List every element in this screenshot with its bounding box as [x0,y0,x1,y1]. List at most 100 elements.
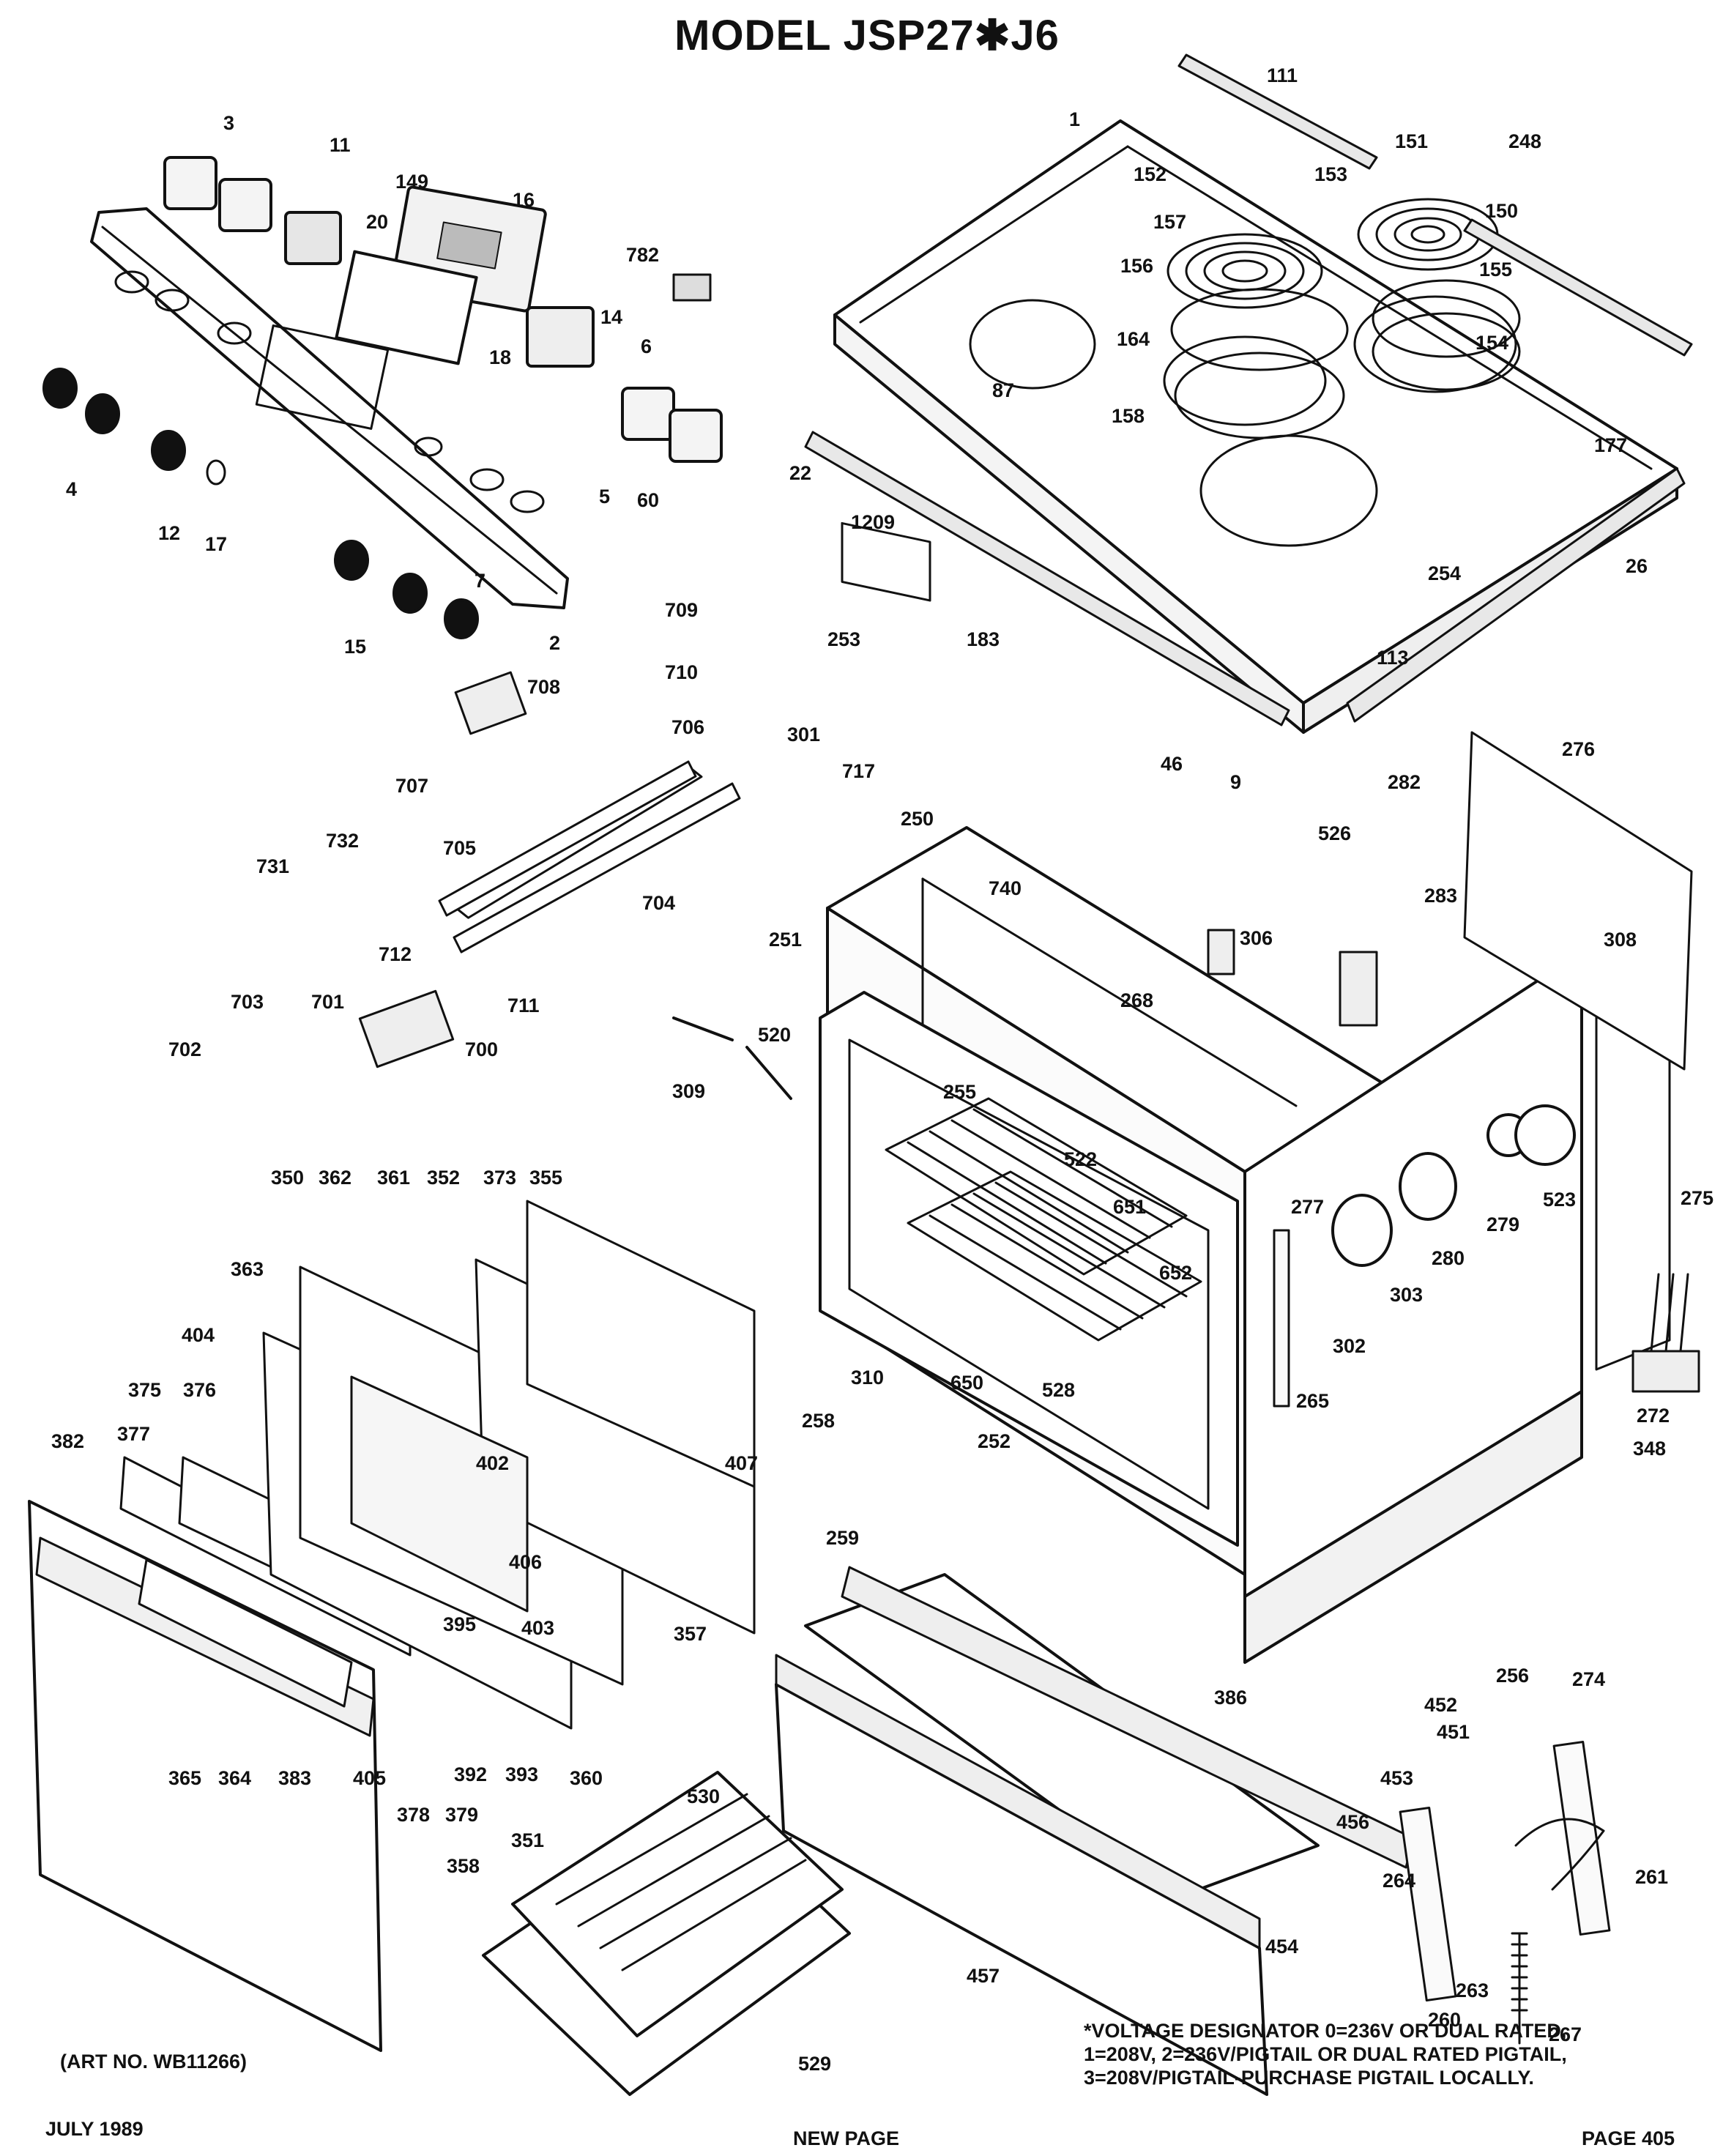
part-label-451: 451 [1437,1721,1470,1743]
part-label-393: 393 [505,1763,539,1785]
part-label-358: 358 [447,1855,480,1877]
part-label-365: 365 [168,1767,202,1789]
part-label-457: 457 [967,1965,1000,1987]
part-label-704: 704 [642,892,676,914]
oven-cabinet [819,731,1700,1664]
part-label-276: 276 [1562,738,1596,760]
part-label-275: 275 [1681,1187,1714,1209]
part-label-392: 392 [454,1763,488,1785]
part-label-363: 363 [231,1258,264,1280]
part-label-529: 529 [798,2053,832,2075]
part-label-268: 268 [1120,989,1154,1011]
control-panel [42,156,723,639]
part-label-251: 251 [769,929,803,951]
part-label-717: 717 [842,760,876,782]
part-label-712: 712 [379,943,412,965]
part-label-530: 530 [687,1785,721,1807]
part-label-376: 376 [183,1379,217,1401]
part-label-264: 264 [1383,1870,1416,1892]
part-label-526: 526 [1318,822,1352,844]
part-label-705: 705 [443,837,477,859]
part-label-1: 1 [1069,108,1081,130]
part-label-702: 702 [168,1038,202,1060]
part-label-703: 703 [231,991,264,1013]
part-label-707: 707 [395,775,429,797]
part-label-277: 277 [1291,1196,1325,1218]
part-label-267: 267 [1549,2023,1582,2045]
part-label-403: 403 [521,1617,555,1639]
part-label-259: 259 [826,1527,860,1549]
part-label-4: 4 [66,478,78,500]
part-label-253: 253 [827,628,861,650]
part-label-177: 177 [1594,434,1628,456]
part-label-782: 782 [626,244,660,266]
part-label-18: 18 [489,346,512,368]
part-label-731: 731 [256,855,290,877]
part-label-386: 386 [1214,1687,1248,1709]
part-label-364: 364 [218,1767,252,1789]
part-label-156: 156 [1120,255,1154,277]
part-label-153: 153 [1314,163,1348,185]
part-label-261: 261 [1635,1866,1669,1888]
part-label-26: 26 [1626,555,1648,577]
voltage-note-line-2: 1=208V, 2=236V/PIGTAIL OR DUAL RATED PIG… [1084,2043,1567,2065]
footer-date: JULY 1989 [45,2118,144,2140]
part-label-405: 405 [353,1767,387,1789]
part-label-378: 378 [397,1804,431,1826]
part-label-252: 252 [978,1430,1011,1452]
part-label-60: 60 [637,489,660,511]
part-label-258: 258 [802,1410,836,1432]
part-label-3: 3 [223,112,235,134]
voltage-note-line-3: 3=208V/PIGTAIL-PURCHASE PIGTAIL LOCALLY. [1084,2067,1534,2089]
part-label-407: 407 [725,1452,759,1474]
part-label-260: 260 [1428,2009,1462,2031]
part-label-357: 357 [674,1623,707,1645]
art-number: (ART NO. WB11266) [60,2051,248,2073]
part-label-700: 700 [465,1038,499,1060]
part-label-395: 395 [443,1613,477,1635]
part-label-711: 711 [507,995,540,1016]
part-label-352: 352 [427,1167,461,1189]
part-label-379: 379 [445,1804,479,1826]
part-label-150: 150 [1485,200,1519,222]
part-label-111: 111 [1267,64,1298,86]
part-label-11: 11 [330,134,351,156]
part-label-279: 279 [1486,1213,1520,1235]
part-label-382: 382 [51,1430,85,1452]
part-label-154: 154 [1476,332,1509,354]
part-label-274: 274 [1572,1668,1606,1690]
part-label-46: 46 [1161,753,1183,775]
part-label-250: 250 [901,808,934,830]
part-label-113: 113 [1377,647,1409,669]
part-label-302: 302 [1333,1335,1366,1357]
part-label-350: 350 [271,1167,305,1189]
part-label-15: 15 [344,636,367,658]
part-label-255: 255 [943,1081,977,1103]
part-label-360: 360 [570,1767,603,1789]
oven-door-assembly [28,671,1611,2096]
part-label-375: 375 [128,1379,162,1401]
part-label-348: 348 [1633,1438,1667,1460]
part-label-377: 377 [117,1423,151,1445]
part-label-453: 453 [1380,1767,1414,1789]
part-label-152: 152 [1134,163,1167,185]
part-label-351: 351 [511,1829,545,1851]
footer-page-number: PAGE 405 [1582,2127,1675,2149]
part-label-20: 20 [366,211,389,233]
part-label-406: 406 [509,1551,543,1573]
part-label-9: 9 [1230,771,1242,793]
part-label-306: 306 [1240,927,1273,949]
part-label-183: 183 [967,628,1000,650]
part-label-310: 310 [851,1367,885,1389]
part-label-265: 265 [1296,1390,1330,1412]
part-label-732: 732 [326,830,360,852]
part-label-158: 158 [1112,405,1145,427]
model-title: MODEL JSP27✱J6 [674,12,1060,59]
part-label-5: 5 [599,486,611,508]
part-label-709: 709 [665,599,699,621]
part-label-164: 164 [1117,328,1150,350]
part-label-523: 523 [1543,1189,1577,1211]
part-label-528: 528 [1042,1379,1076,1401]
part-label-283: 283 [1424,885,1458,907]
part-label-248: 248 [1508,130,1542,152]
